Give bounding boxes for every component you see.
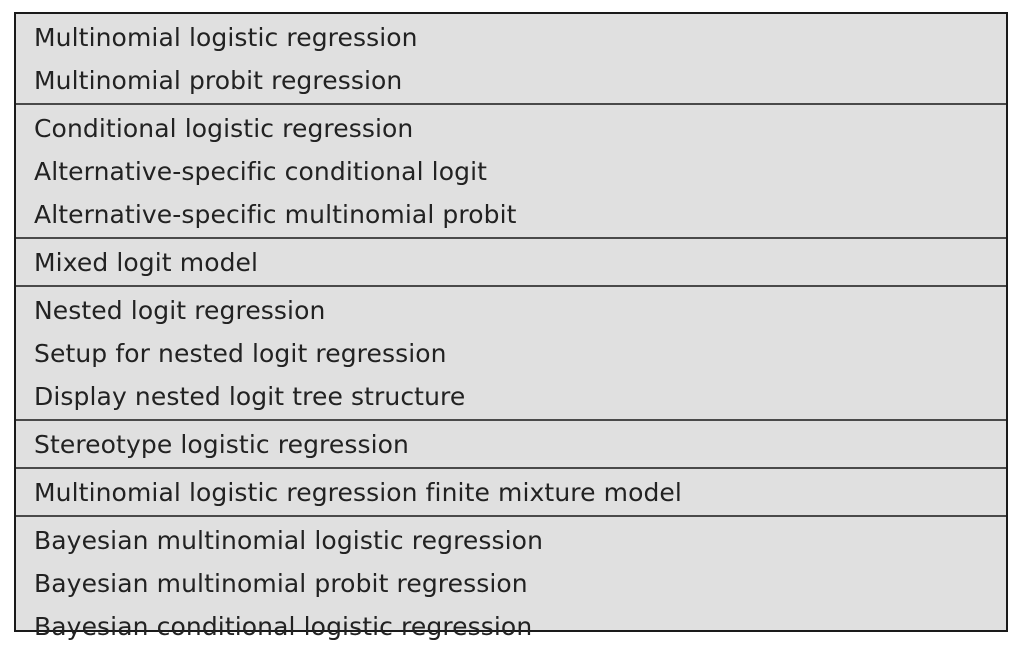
multinomial-group: Multinomial logistic regression Multinom…: [16, 14, 1006, 103]
list-item: Multinomial logistic regression finite m…: [34, 478, 682, 507]
finite-mixture-group: Multinomial logistic regression finite m…: [16, 467, 1006, 515]
model-list-table: Multinomial logistic regression Multinom…: [14, 12, 1008, 641]
mixed-logit-group: Mixed logit model: [16, 237, 1006, 285]
list-item: Bayesian multinomial logistic regression: [34, 526, 544, 555]
list-item: Alternative-specific multinomial probit: [34, 200, 517, 229]
list-item: Mixed logit model: [34, 248, 259, 277]
list-item: Stereotype logistic regression: [34, 430, 409, 459]
nested-logit-group: Nested logit regression Setup for nested…: [16, 285, 1006, 419]
list-item: Alternative-specific conditional logit: [34, 157, 488, 186]
conditional-group: Conditional logistic regression Alternat…: [16, 103, 1006, 237]
list-item: Nested logit regression: [34, 296, 326, 325]
list-item: Multinomial probit regression: [34, 66, 403, 95]
list-item: Display nested logit tree structure: [34, 382, 466, 411]
list-item: Multinomial logistic regression: [34, 23, 418, 52]
list-item: Setup for nested logit regression: [34, 339, 447, 368]
stereotype-group: Stereotype logistic regression: [16, 419, 1006, 467]
bayesian-group: Bayesian multinomial logistic regression…: [16, 515, 1006, 649]
list-item: Bayesian multinomial probit regression: [34, 569, 528, 598]
list-item: Bayesian conditional logistic regression: [34, 612, 533, 641]
list-item: Conditional logistic regression: [34, 114, 414, 143]
